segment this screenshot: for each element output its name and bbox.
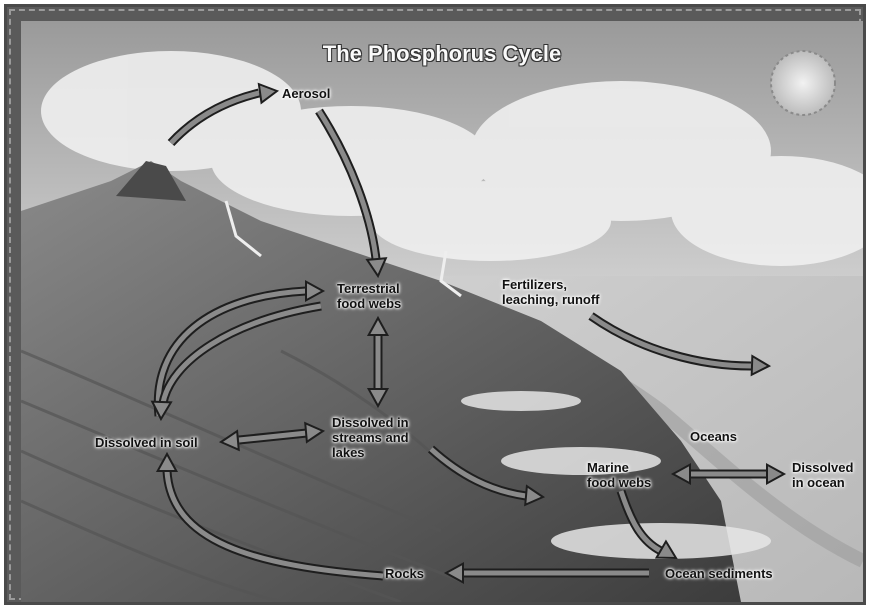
label-dissolved-in-streams: Dissolved in streams and lakes <box>332 415 409 460</box>
landscape-illustration <box>21 21 863 602</box>
diagram-scene: The Phosphorus Cycle Aerosol Terrestrial… <box>21 21 863 602</box>
label-dissolved-in-ocean: Dissolved in ocean <box>792 460 853 490</box>
label-dissolved-in-soil: Dissolved in soil <box>95 435 198 450</box>
label-rocks: Rocks <box>385 566 424 581</box>
label-terrestrial-food-webs: Terrestrial food webs <box>337 281 401 311</box>
label-marine-food-webs: Marine food webs <box>587 460 651 490</box>
label-fertilizers: Fertilizers, leaching, runoff <box>502 277 600 307</box>
label-aerosol: Aerosol <box>282 86 330 101</box>
picture-frame: The Phosphorus Cycle Aerosol Terrestrial… <box>4 4 866 605</box>
diagram-title: The Phosphorus Cycle <box>21 41 863 67</box>
label-ocean-sediments: Ocean sediments <box>665 566 773 581</box>
label-oceans: Oceans <box>690 429 737 444</box>
